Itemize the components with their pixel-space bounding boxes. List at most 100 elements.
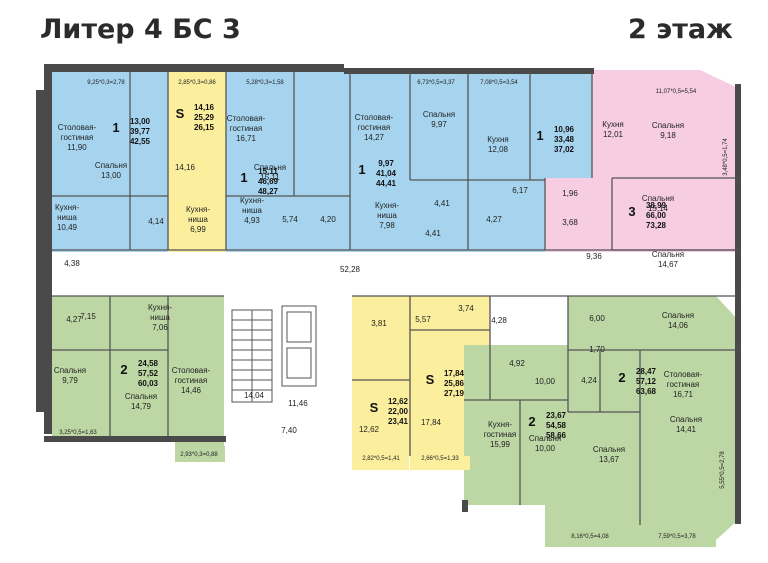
svg-text:28,47: 28,47 <box>636 367 657 376</box>
svg-text:1: 1 <box>240 170 247 185</box>
svg-text:25,29: 25,29 <box>194 113 215 122</box>
wall-top-left <box>44 64 344 72</box>
balcony-label-b12: 8,16*0,5=4,08 <box>571 534 609 540</box>
apt-tag-2: S 14,16 25,29 26,15 <box>176 103 215 132</box>
svg-text:41,04: 41,04 <box>376 169 397 178</box>
wall-top-mid <box>344 68 594 74</box>
svg-text:60,03: 60,03 <box>138 379 159 388</box>
wall-right <box>735 84 741 524</box>
room-label-r20: 4,27 <box>486 215 502 224</box>
room-label-r40: 3,74 <box>458 304 474 313</box>
svg-text:54,58: 54,58 <box>546 421 567 430</box>
wall-bottom-right <box>462 500 468 512</box>
svg-text:58,66: 58,66 <box>546 431 567 440</box>
svg-text:23,67: 23,67 <box>546 411 567 420</box>
svg-text:22,00: 22,00 <box>388 407 409 416</box>
svg-text:14,16: 14,16 <box>194 103 215 112</box>
room-label-r6: 14,16 <box>175 163 196 172</box>
room-label-r43: 17,84 <box>421 418 442 427</box>
apt-fill-9 <box>352 296 410 456</box>
apt-tag-10: 2 23,67 54,58 58,66 <box>528 411 566 440</box>
svg-text:63,68: 63,68 <box>636 387 657 396</box>
svg-text:3: 3 <box>628 204 635 219</box>
room-label-r51: 1,70 <box>589 345 605 354</box>
room-label-r49: 6,00 <box>589 314 605 323</box>
balcony-label-b14: 5,55*0,5=2,78 <box>720 451 726 489</box>
apt-tag-5: 1 10,96 33,48 37,02 <box>536 125 574 154</box>
balcony-fill-2 <box>175 440 225 462</box>
apt-fill-1 <box>52 70 168 252</box>
balcony-fill-4 <box>410 456 470 470</box>
apt-fill-4 <box>350 70 468 252</box>
room-label-r24: 3,68 <box>562 218 578 227</box>
svg-text:24,58: 24,58 <box>138 359 159 368</box>
room-label-r36: 11,46 <box>288 399 308 408</box>
balcony-label-b9: 2,93*0,3=0,88 <box>180 452 218 458</box>
room-label-r12: 4,20 <box>320 215 336 224</box>
balcony-label-b1: 9,25*0,3=2,78 <box>87 80 125 86</box>
svg-text:57,12: 57,12 <box>636 377 657 386</box>
balcony-fill-3 <box>352 456 409 470</box>
balcony-label-b11: 2,66*0,5=1,33 <box>421 456 459 462</box>
wall-bottom-left <box>44 436 226 442</box>
svg-text:66,00: 66,00 <box>646 211 667 220</box>
svg-text:S: S <box>370 400 379 415</box>
balcony-fill-5 <box>545 525 640 547</box>
apt-tag-11: 2 28,47 57,12 63,68 <box>618 367 656 396</box>
svg-text:27,19: 27,19 <box>444 389 465 398</box>
balcony-label-b2: 2,85*0,3=0,86 <box>178 80 216 86</box>
apt-tag-6: 3 38,99 66,00 73,28 <box>628 201 666 230</box>
svg-text:25,86: 25,86 <box>444 379 465 388</box>
apt-fill-2 <box>168 70 226 252</box>
svg-text:1: 1 <box>112 120 119 135</box>
plan-title: Литер 4 БС 3 <box>40 14 241 45</box>
svg-text:42,55: 42,55 <box>130 137 151 146</box>
wall-left <box>44 64 52 434</box>
apt-tag-3: 1 15,11 46,69 48,27 <box>240 167 278 196</box>
room-label-r19: 6,17 <box>512 186 528 195</box>
svg-text:13,00: 13,00 <box>130 117 151 126</box>
svg-text:S: S <box>176 106 185 121</box>
staircase <box>231 305 317 403</box>
svg-text:26,15: 26,15 <box>194 123 215 132</box>
svg-text:2: 2 <box>618 370 625 385</box>
svg-text:10,96: 10,96 <box>554 125 575 134</box>
balcony-label-b3: 5,28*0,3=1,58 <box>246 80 284 86</box>
wall-left-post <box>36 90 46 412</box>
room-label-r37: 7,40 <box>281 426 297 435</box>
room-label-r29: 4,27 <box>66 315 82 324</box>
room-label-r44: 4,92 <box>509 359 525 368</box>
svg-text:2: 2 <box>120 362 127 377</box>
apt-tag-7: 2 24,58 57,52 60,03 <box>120 359 158 388</box>
room-label-r45: 10,00 <box>535 377 556 386</box>
svg-text:17,84: 17,84 <box>444 369 465 378</box>
balcony-labels: 9,25*0,3=2,78 2,85*0,3=0,86 5,28*0,3=1,58 6… <box>59 80 729 540</box>
room-label-r52: 4,24 <box>581 376 597 385</box>
svg-text:38,99: 38,99 <box>646 201 667 210</box>
svg-text:15,11: 15,11 <box>258 167 278 176</box>
balcony-label-b10: 2,82*0,5=1,41 <box>362 456 400 462</box>
svg-text:2: 2 <box>528 414 535 429</box>
apt-tag-9: S 12,62 22,00 23,41 <box>370 397 409 426</box>
apt-fill-10 <box>464 345 640 525</box>
room-label-r35: 14,04 <box>244 391 265 400</box>
room-label-r4: 4,38 <box>64 259 80 268</box>
